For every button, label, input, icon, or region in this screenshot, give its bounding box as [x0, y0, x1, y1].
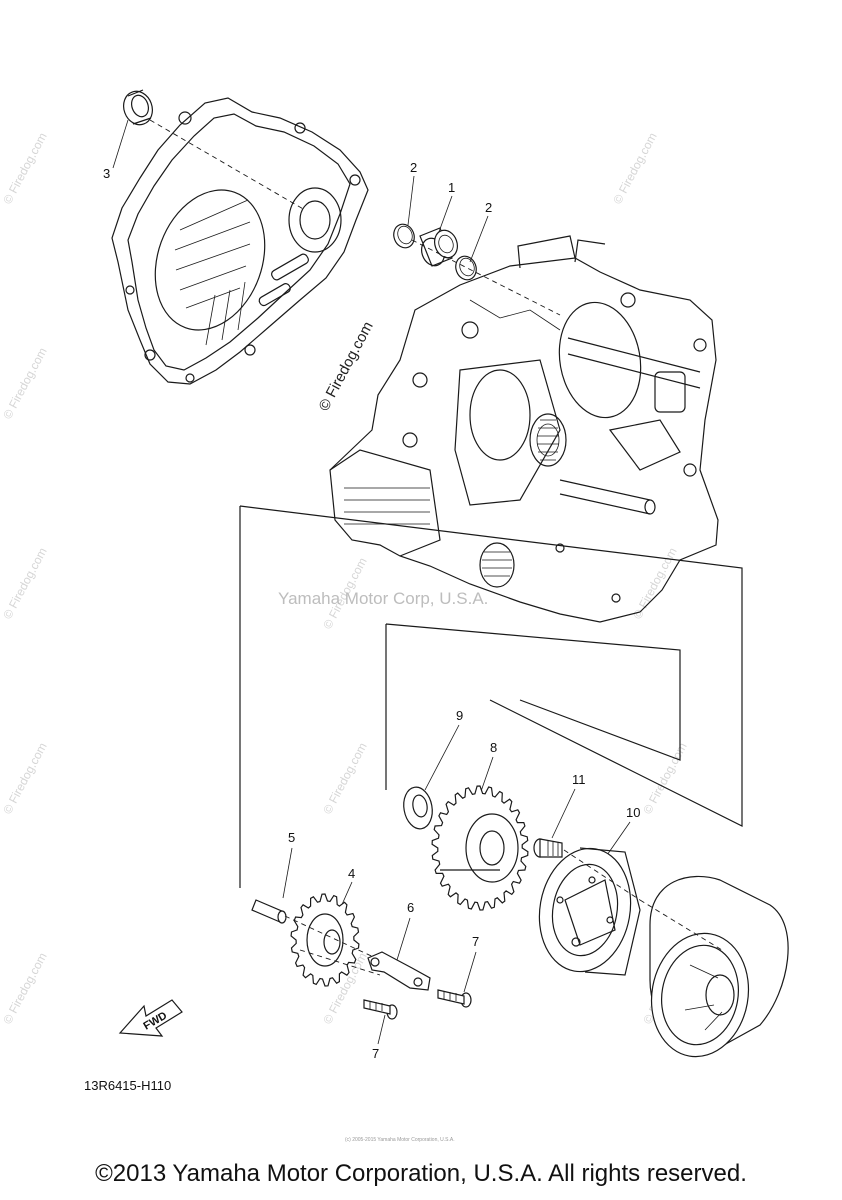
watermark-firedog: © Firedog.com — [0, 130, 49, 206]
callout-7: 7 — [372, 1046, 379, 1061]
watermark-firedog: © Firedog.com — [320, 740, 369, 816]
watermark-firedog: © Firedog.com — [0, 950, 49, 1026]
small-print: (c) 2005-2015 Yamaha Motor Corporation, … — [345, 1137, 455, 1143]
callout-6: 6 — [407, 900, 414, 915]
flywheel-rotor — [649, 875, 789, 1058]
part-4-gear — [290, 893, 360, 987]
callout-2: 2 — [485, 200, 492, 215]
part-7-screw — [363, 999, 398, 1020]
part-1-bushing — [419, 227, 458, 267]
watermark-firedog-dark: © Firedog.com — [316, 319, 377, 414]
part-2-circlip — [393, 223, 415, 249]
callout-7: 7 — [472, 934, 479, 949]
watermark-yamaha: Yamaha Motor Corp, U.S.A. — [278, 589, 488, 608]
part-5-pin — [251, 899, 287, 924]
copyright-notice: ©2013 Yamaha Motor Corporation, U.S.A. A… — [95, 1160, 747, 1187]
callout-3: 3 — [103, 166, 110, 181]
callout-4: 4 — [348, 866, 355, 881]
assembly-outline — [239, 505, 743, 888]
watermark-firedog: © Firedog.com — [0, 740, 49, 816]
part-9-washer — [403, 786, 433, 830]
fwd-arrow-icon: FWD — [118, 999, 183, 1037]
part-3-oil-seal — [123, 89, 153, 126]
part-6-plate — [367, 951, 431, 991]
part-8-gear — [431, 785, 529, 911]
part-2-circlip — [455, 255, 477, 281]
callout-5: 5 — [288, 830, 295, 845]
part-7-screw — [437, 989, 472, 1008]
callout-10: 10 — [626, 805, 640, 820]
part-10-starter-clutch — [538, 847, 641, 976]
diagram-code: 13R6415-H110 — [84, 1078, 171, 1093]
part-11-bolt — [533, 838, 563, 858]
engine-crankcase — [329, 235, 719, 623]
callout-2: 2 — [410, 160, 417, 175]
callout-11: 11 — [572, 772, 586, 787]
crankcase-cover — [111, 97, 369, 385]
callout-8: 8 — [490, 740, 497, 755]
callout-9: 9 — [456, 708, 463, 723]
watermark-firedog: © Firedog.com — [0, 345, 49, 421]
watermark-firedog: © Firedog.com — [630, 545, 679, 621]
watermark-firedog: © Firedog.com — [0, 545, 49, 621]
watermark-firedog: © Firedog.com — [610, 130, 659, 206]
callout-1: 1 — [448, 180, 455, 195]
